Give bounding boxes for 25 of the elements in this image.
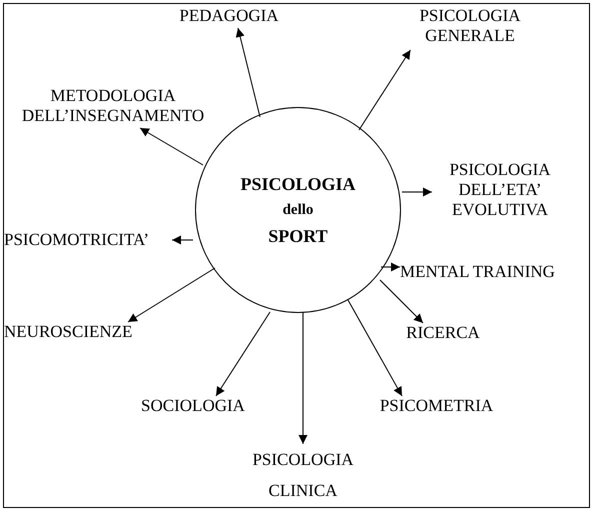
topic-label: SOCIOLOGIA — [128, 396, 258, 416]
topic-label: PSICOLOGIA GENERALE — [405, 6, 535, 46]
arrow — [236, 28, 260, 118]
topic-label: PSICOMOTRICITA’ — [4, 230, 172, 250]
topic-label: PSICOLOGIA CLINICA — [238, 444, 368, 506]
arrow — [216, 312, 270, 396]
arrow — [172, 236, 194, 244]
arrow — [348, 300, 402, 396]
arrow — [380, 262, 400, 272]
topic-label: METODOLOGIA DELL’INSEGNAMENTO — [4, 86, 222, 126]
arrow — [402, 188, 432, 196]
topic-label: PSICOMETRIA — [364, 396, 509, 416]
arrow — [128, 268, 216, 322]
topic-label: NEUROSCIENZE — [4, 322, 159, 342]
arrow — [380, 280, 424, 324]
arrow — [298, 312, 308, 444]
arrow — [358, 50, 411, 130]
arrow — [140, 128, 204, 166]
topic-label: PSICOLOGIA DELL’ETA’ EVOLUTIVA — [432, 160, 568, 220]
center-title: PSICOLOGIA — [240, 173, 356, 196]
center-title: dello — [282, 201, 314, 220]
topic-label: RICERCA — [398, 323, 488, 343]
topic-label: PEDAGOGIA — [168, 6, 290, 26]
center-title: SPORT — [268, 225, 328, 248]
topic-label: MENTAL TRAINING — [400, 262, 586, 282]
